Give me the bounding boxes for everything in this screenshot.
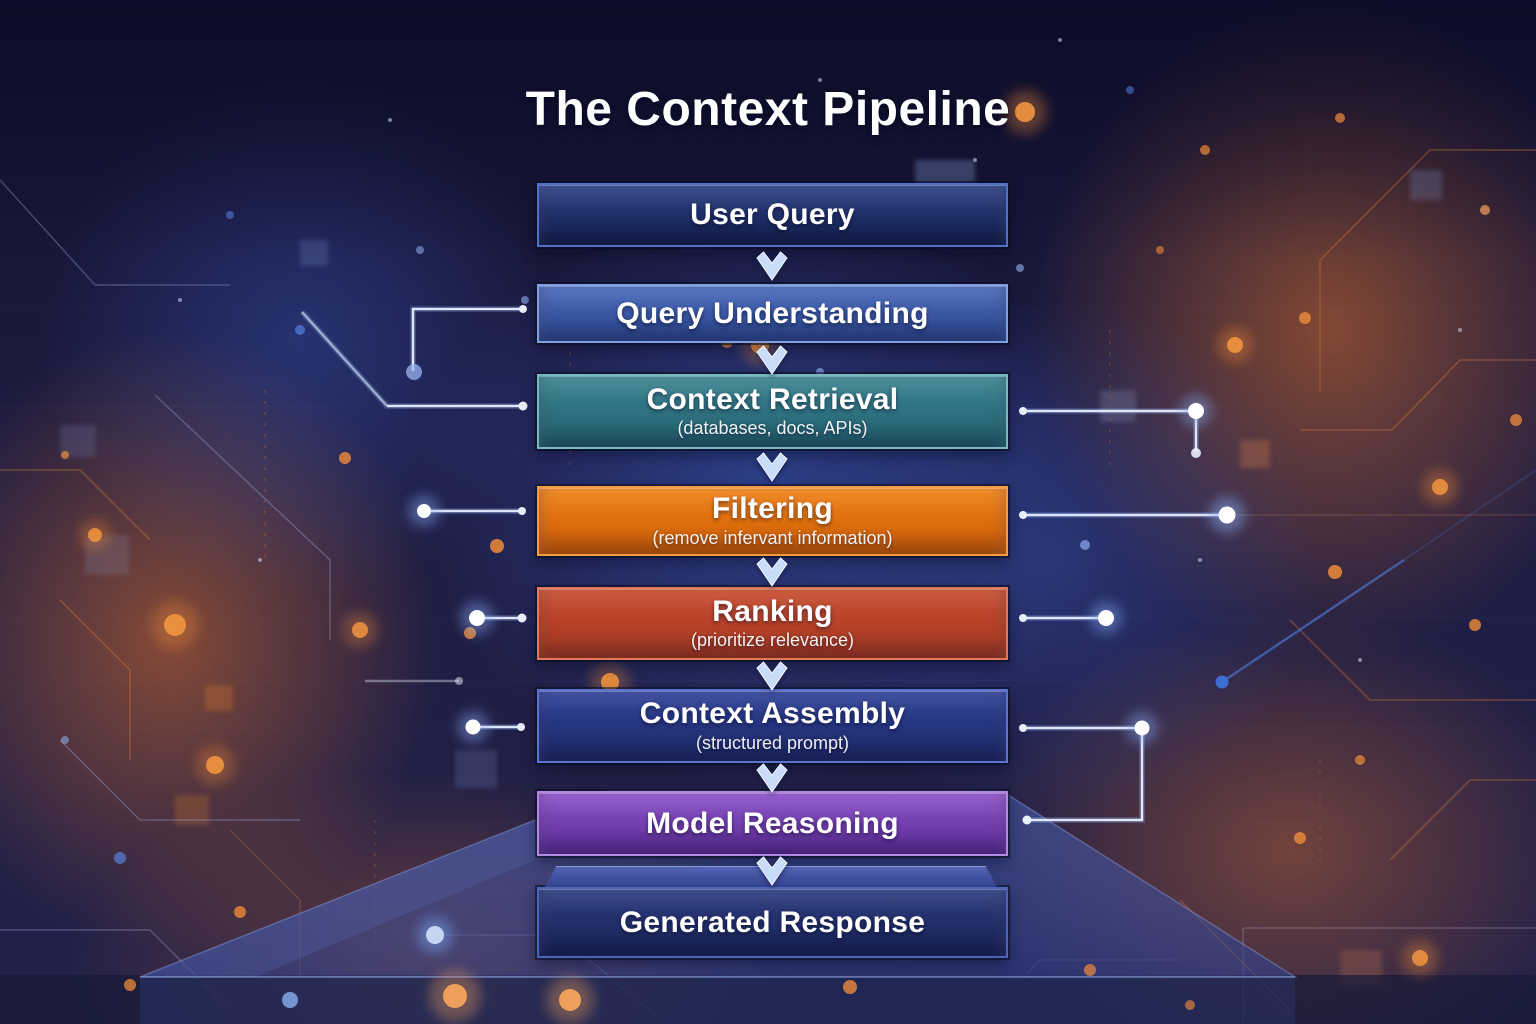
flow-arrow-icon bbox=[756, 856, 788, 886]
connector-node-dots bbox=[406, 305, 1245, 825]
step-context-retrieval: Context Retrieval (databases, docs, APIs… bbox=[537, 374, 1008, 449]
step-sublabel: (structured prompt) bbox=[695, 732, 850, 753]
step-sublabel: (prioritize relevance) bbox=[690, 630, 855, 651]
step-label: Query Understanding bbox=[616, 296, 929, 330]
step-label: Model Reasoning bbox=[646, 806, 899, 840]
flow-arrow-icon bbox=[756, 763, 788, 793]
step-sublabel: (remove infervant information) bbox=[652, 527, 893, 548]
bokeh-dots bbox=[61, 38, 1522, 1024]
flow-arrow-icon bbox=[756, 251, 788, 281]
step-query-understanding: Query Understanding bbox=[537, 284, 1008, 343]
flow-arrow-icon bbox=[756, 452, 788, 482]
step-sublabel: (databases, docs, APIs) bbox=[677, 418, 868, 439]
flow-arrow-icon bbox=[756, 557, 788, 587]
step-label: Generated Response bbox=[619, 905, 926, 939]
step-label: Ranking bbox=[712, 594, 833, 628]
step-generated-response: Generated Response bbox=[537, 866, 1008, 958]
page-title: The Context Pipeline bbox=[525, 83, 1011, 136]
step-label: Context Retrieval bbox=[646, 382, 899, 416]
flow-arrow-icon bbox=[756, 345, 788, 375]
step-label: User Query bbox=[690, 198, 855, 232]
step-user-query: User Query bbox=[537, 183, 1008, 247]
step-context-assembly: Context Assembly (structured prompt) bbox=[537, 689, 1008, 763]
step-ranking: Ranking (prioritize relevance) bbox=[537, 587, 1008, 660]
step-label: Filtering bbox=[711, 492, 834, 526]
step-model-reasoning: Model Reasoning bbox=[537, 791, 1008, 856]
step-label: Context Assembly bbox=[639, 697, 906, 731]
flow-arrow-icon bbox=[756, 661, 788, 691]
step-filtering: Filtering (remove infervant information) bbox=[537, 486, 1008, 556]
